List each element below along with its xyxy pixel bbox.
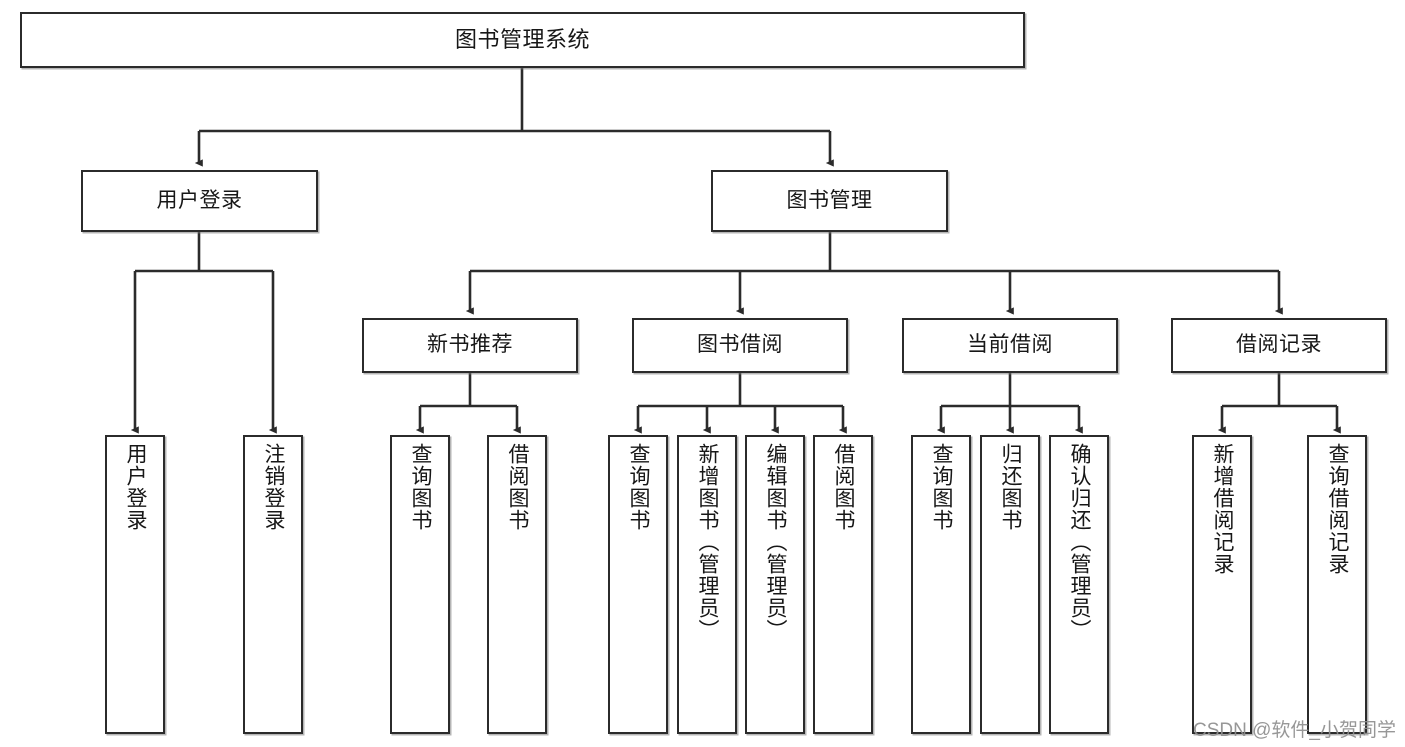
csdn-watermark: CSDN @软件_小贺同学 (1193, 720, 1396, 741)
leaf-borrowrecord-add-record-label: 新增借阅记录 (1211, 443, 1235, 575)
node-book-borrow[interactable]: 图书借阅 (632, 318, 848, 373)
node-new-book-recommend[interactable]: 新书推荐 (362, 318, 578, 373)
leaf-currentborrow-confirm-return-admin[interactable]: 确认归还（管理员） (1049, 435, 1109, 734)
node-borrow-record-label: 借阅记录 (1236, 333, 1322, 357)
leaf-bookborrow-add-book-admin[interactable]: 新增图书（管理员） (677, 435, 737, 734)
leaf-bookborrow-add-book-admin-label: 新增图书（管理员） (696, 443, 720, 641)
node-current-borrow[interactable]: 当前借阅 (902, 318, 1118, 373)
leaf-newbook-borrow-book-label: 借阅图书 (506, 443, 530, 531)
node-user-login[interactable]: 用户登录 (81, 170, 318, 232)
leaf-borrowrecord-query-record[interactable]: 查询借阅记录 (1307, 435, 1367, 734)
leaf-bookborrow-query-book-label: 查询图书 (627, 443, 651, 531)
leaf-currentborrow-confirm-return-admin-label: 确认归还（管理员） (1068, 443, 1092, 641)
node-book-management[interactable]: 图书管理 (711, 170, 948, 232)
leaf-currentborrow-return-book[interactable]: 归还图书 (980, 435, 1040, 734)
leaf-bookborrow-query-book[interactable]: 查询图书 (608, 435, 668, 734)
leaf-bookborrow-borrow-book[interactable]: 借阅图书 (813, 435, 873, 734)
leaf-newbook-borrow-book[interactable]: 借阅图书 (487, 435, 547, 734)
leaf-user-login-signin[interactable]: 用户登录 (105, 435, 165, 734)
leaf-bookborrow-edit-book-admin-label: 编辑图书（管理员） (764, 443, 788, 641)
node-new-book-recommend-label: 新书推荐 (427, 333, 513, 357)
node-root-system[interactable]: 图书管理系统 (20, 12, 1025, 68)
leaf-newbook-query-book[interactable]: 查询图书 (390, 435, 450, 734)
leaf-user-login-signout[interactable]: 注销登录 (243, 435, 303, 734)
node-user-login-label: 用户登录 (156, 188, 243, 212)
node-root-system-label: 图书管理系统 (454, 27, 590, 53)
leaf-user-login-signin-label: 用户登录 (124, 443, 148, 531)
leaf-bookborrow-borrow-book-label: 借阅图书 (832, 443, 856, 531)
node-book-management-label: 图书管理 (786, 188, 873, 212)
node-current-borrow-label: 当前借阅 (967, 333, 1053, 357)
leaf-currentborrow-return-book-label: 归还图书 (999, 443, 1023, 531)
leaf-newbook-query-book-label: 查询图书 (409, 443, 433, 531)
node-borrow-record[interactable]: 借阅记录 (1171, 318, 1387, 373)
leaf-currentborrow-query-book[interactable]: 查询图书 (911, 435, 971, 734)
leaf-user-login-signout-label: 注销登录 (262, 443, 286, 531)
node-book-borrow-label: 图书借阅 (697, 333, 783, 357)
leaf-currentborrow-query-book-label: 查询图书 (930, 443, 954, 531)
leaf-borrowrecord-query-record-label: 查询借阅记录 (1326, 443, 1350, 575)
leaf-bookborrow-edit-book-admin[interactable]: 编辑图书（管理员） (745, 435, 805, 734)
leaf-borrowrecord-add-record[interactable]: 新增借阅记录 (1192, 435, 1252, 734)
